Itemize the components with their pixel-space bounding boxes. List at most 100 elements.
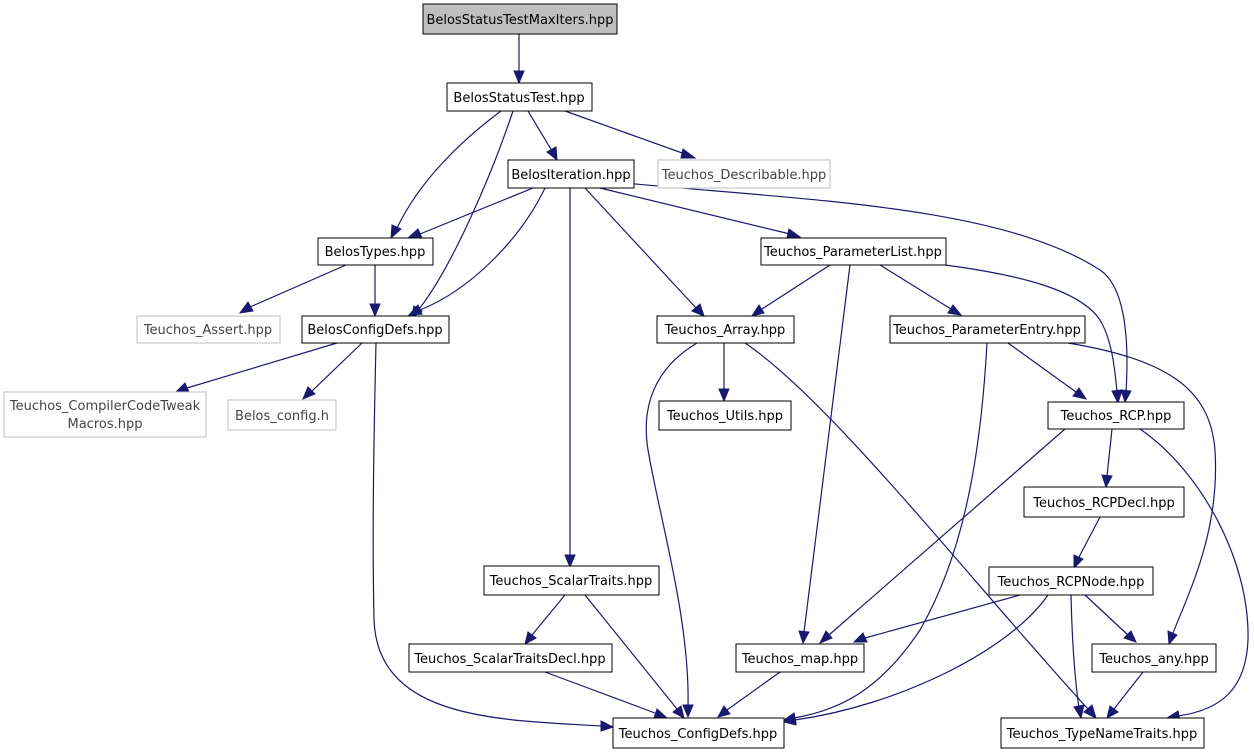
node-describable[interactable]: Teuchos_Describable.hpp: [657, 159, 831, 189]
edge-types-assert: [249, 264, 347, 308]
arrowhead: [691, 303, 705, 317]
edge-configdefs-compilercodetweak: [186, 342, 338, 389]
nodes: BelosStatusTestMaxIters.hpp BelosStatusT…: [3, 3, 1217, 749]
edge-iteration-configdefs: [419, 187, 546, 311]
edge-array-typenametraits: [744, 342, 1089, 710]
arrowhead: [798, 630, 810, 645]
edge-scalartraits-scalartraitsdecl: [531, 594, 566, 636]
node-label: Teuchos_ScalarTraits.hpp: [489, 574, 653, 589]
node-label: Teuchos_TypeNameTraits.hpp: [1006, 727, 1198, 742]
node-utils[interactable]: Teuchos_Utils.hpp: [658, 400, 792, 431]
arrowhead: [302, 386, 316, 400]
arrowhead: [1073, 554, 1084, 570]
node-label: BelosTypes.hpp: [325, 245, 426, 260]
node-label: Teuchos_Utils.hpp: [666, 409, 783, 424]
edge-iteration-rcp: [624, 182, 1128, 393]
arrowhead: [1120, 389, 1132, 404]
edge-rcpnode-any: [1084, 594, 1129, 636]
arrowhead: [1123, 630, 1137, 643]
arrowhead: [238, 301, 254, 314]
node-array[interactable]: Teuchos_Array.hpp: [656, 315, 795, 344]
node-rcp[interactable]: Teuchos_RCP.hpp: [1047, 401, 1185, 430]
edge-configdefs-teuchosconfigdefs: [372, 342, 603, 727]
node-iteration[interactable]: BelosIteration.hpp: [507, 159, 635, 189]
node-label: Teuchos_Describable.hpp: [661, 168, 826, 183]
node-label: Teuchos_any.hpp: [1098, 652, 1209, 667]
node-teuchos-config-defs[interactable]: Teuchos_ConfigDefs.hpp: [612, 717, 785, 749]
edge-statustest-configdefs: [418, 110, 514, 310]
arrowhead: [718, 388, 730, 403]
edge-statustest-describable: [564, 110, 686, 155]
node-any[interactable]: Teuchos_any.hpp: [1091, 643, 1217, 673]
arrowhead: [750, 304, 765, 317]
arrowhead: [564, 554, 576, 569]
node-scalar-traits-decl[interactable]: Teuchos_ScalarTraitsDecl.hpp: [408, 643, 613, 673]
arrowhead: [390, 224, 402, 240]
node-types[interactable]: BelosTypes.hpp: [317, 237, 434, 266]
arrowhead: [406, 228, 423, 239]
arrowhead: [818, 630, 833, 644]
node-map[interactable]: Teuchos_map.hpp: [735, 643, 865, 673]
edge-scalartraitsdecl-teuchosconfigdefs: [544, 671, 656, 714]
arrowhead: [1073, 704, 1085, 720]
node-label: Teuchos_Assert.hpp: [143, 323, 272, 338]
arrowhead: [1101, 474, 1113, 489]
node-config-defs[interactable]: BelosConfigDefs.hpp: [301, 315, 450, 344]
node-label: BelosIteration.hpp: [511, 168, 630, 183]
edge-statustest-iteration: [527, 110, 553, 152]
arrowhead: [682, 704, 694, 719]
node-label: Teuchos_Array.hpp: [664, 323, 786, 338]
node-label: Teuchos_RCP.hpp: [1060, 409, 1172, 424]
edge-configdefs-belosconfig: [311, 342, 363, 392]
edge-iteration-parameterlist: [599, 187, 791, 235]
edge-iteration-types: [419, 187, 534, 235]
node-label: Belos_config.h: [235, 409, 329, 424]
node-label-line1: Teuchos_CompilerCodeTweak: [9, 399, 201, 414]
arrowhead: [524, 631, 537, 645]
node-label: Teuchos_ConfigDefs.hpp: [618, 727, 778, 742]
edge-array-teuchosconfigdefs: [645, 342, 698, 707]
node-parameter-entry[interactable]: Teuchos_ParameterEntry.hpp: [889, 315, 1086, 344]
node-label: Teuchos_map.hpp: [741, 652, 858, 667]
node-status-test[interactable]: BelosStatusTest.hpp: [446, 82, 593, 112]
node-label: BelosStatusTestMaxIters.hpp: [426, 13, 613, 28]
arrowhead: [1106, 705, 1119, 719]
edge-rcpdecl-rcpnode: [1078, 516, 1101, 558]
node-belos-config[interactable]: Belos_config.h: [227, 399, 337, 431]
edge-iteration-array: [584, 187, 698, 310]
arrowhead: [1111, 389, 1123, 405]
edge-parameterlist-parameterentry: [879, 264, 952, 310]
node-label: Teuchos_RCPNode.hpp: [997, 575, 1145, 590]
edge-rcp-map: [828, 428, 1066, 636]
node-label: BelosConfigDefs.hpp: [307, 323, 442, 338]
edge-rcp-rcpdecl: [1106, 428, 1113, 477]
arrowhead: [1083, 704, 1097, 719]
arrowhead: [600, 720, 615, 732]
arrowhead: [513, 70, 525, 85]
edge-rcpnode-teuchosconfigdefs: [794, 594, 1049, 721]
edge-parameterlist-array: [761, 264, 831, 310]
edge-parameterentry-rcp: [1007, 342, 1077, 393]
node-type-name-traits[interactable]: Teuchos_TypeNameTraits.hpp: [1000, 717, 1205, 749]
node-rcp-node[interactable]: Teuchos_RCPNode.hpp: [988, 566, 1154, 596]
node-assert[interactable]: Teuchos_Assert.hpp: [136, 315, 281, 344]
arrowhead: [782, 714, 797, 726]
node-scalar-traits[interactable]: Teuchos_ScalarTraits.hpp: [483, 565, 660, 596]
node-rcp-decl[interactable]: Teuchos_RCPDecl.hpp: [1023, 486, 1185, 518]
arrowhead: [786, 228, 802, 239]
node-label: Teuchos_ParameterList.hpp: [763, 245, 942, 260]
edge-parameterentry-any: [1067, 342, 1217, 634]
edge-parameterlist-rcp: [944, 264, 1118, 393]
edge-rcpnode-map: [864, 594, 1021, 639]
node-compiler-code-tweak[interactable]: Teuchos_CompilerCodeTweak Macros.hpp: [3, 391, 207, 438]
edges: [174, 34, 1249, 732]
arrowhead: [546, 146, 558, 162]
node-parameter-list[interactable]: Teuchos_ParameterList.hpp: [760, 237, 947, 266]
arrowhead: [947, 304, 963, 316]
node-status-test-max-iters[interactable]: BelosStatusTestMaxIters.hpp: [422, 3, 618, 35]
edge-rcp-typenametraits: [1139, 428, 1249, 717]
edge-scalartraits-teuchosconfigdefs: [584, 594, 678, 710]
edge-rcpnode-typenametraits: [1070, 594, 1080, 709]
node-label: Teuchos_ParameterEntry.hpp: [892, 323, 1081, 338]
